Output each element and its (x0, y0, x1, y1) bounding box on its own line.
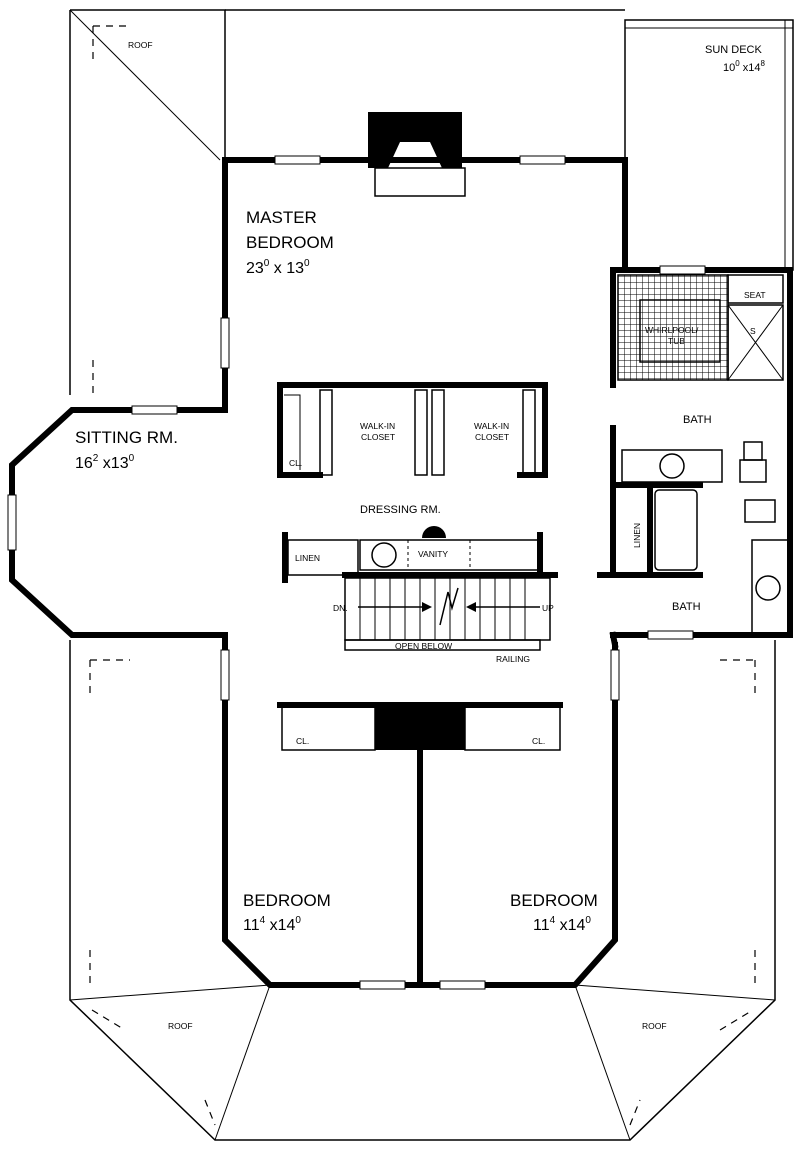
roof-label: ROOF (128, 40, 153, 50)
dressing-room-name: DRESSING RM. (360, 504, 441, 516)
master-bedroom-dims: 230 x 130 (246, 258, 310, 277)
whirlpool-label-1: WHIRLPOOL/ (645, 325, 699, 335)
bedroom-left-name: BEDROOM (243, 891, 331, 910)
sun-deck (624, 19, 794, 271)
closet-label: CL. (296, 736, 309, 746)
closet-label: CL. (289, 458, 302, 468)
roof-label: ROOF (168, 1021, 193, 1031)
open-below-label: OPEN BELOW (395, 641, 452, 651)
bath-lower-name: BATH (672, 601, 701, 613)
hall-bath (597, 482, 789, 636)
master-bath (617, 274, 784, 483)
linen-label: LINEN (295, 553, 320, 563)
bath-upper-name: BATH (683, 414, 712, 426)
closet-label: CL. (532, 736, 545, 746)
walk-in-closet-left-2: CLOSET (361, 432, 395, 442)
chimney-top (368, 112, 466, 197)
bedroom-left-dims: 114 x140 (243, 915, 301, 934)
stairs (342, 572, 558, 651)
roof-top-left (69, 9, 226, 395)
vanity-label: VANITY (418, 549, 448, 559)
sun-deck-name: SUN DECK (705, 44, 763, 56)
walk-in-closet-right-2: CLOSET (475, 432, 509, 442)
roof-bottom (69, 640, 776, 1141)
windows (7, 155, 706, 990)
shower-label: S (750, 326, 756, 336)
sun-deck-dims: 100 x148 (723, 59, 766, 74)
master-bedroom-name-2: BEDROOM (246, 233, 334, 252)
bedroom-right-dims: 114 x140 (533, 915, 591, 934)
roof-top-center (224, 9, 625, 160)
stairs-down-label: DN. (333, 603, 348, 613)
sitting-room-name: SITTING RM. (75, 428, 178, 447)
railing-label: RAILING (496, 654, 530, 664)
master-bedroom-name-1: MASTER (246, 208, 317, 227)
bedroom-closets (277, 702, 563, 751)
chimney-bottom (375, 705, 465, 750)
linen-bath-label: LINEN (632, 523, 642, 548)
bedroom-right-name: BEDROOM (510, 891, 598, 910)
stairs-up-label: UP (542, 603, 554, 613)
roof-labels: ROOF ROOF ROOF (128, 40, 667, 1031)
linen-vanity (282, 526, 543, 583)
sitting-room-dims: 162 x130 (75, 453, 135, 472)
seat-label: SEAT (744, 290, 766, 300)
whirlpool-label-2: TUB (668, 336, 685, 346)
walk-in-closet-right-1: WALK-IN (474, 421, 509, 431)
roof-label: ROOF (642, 1021, 667, 1031)
walk-in-closets (277, 382, 548, 478)
walk-in-closet-left-1: WALK-IN (360, 421, 395, 431)
